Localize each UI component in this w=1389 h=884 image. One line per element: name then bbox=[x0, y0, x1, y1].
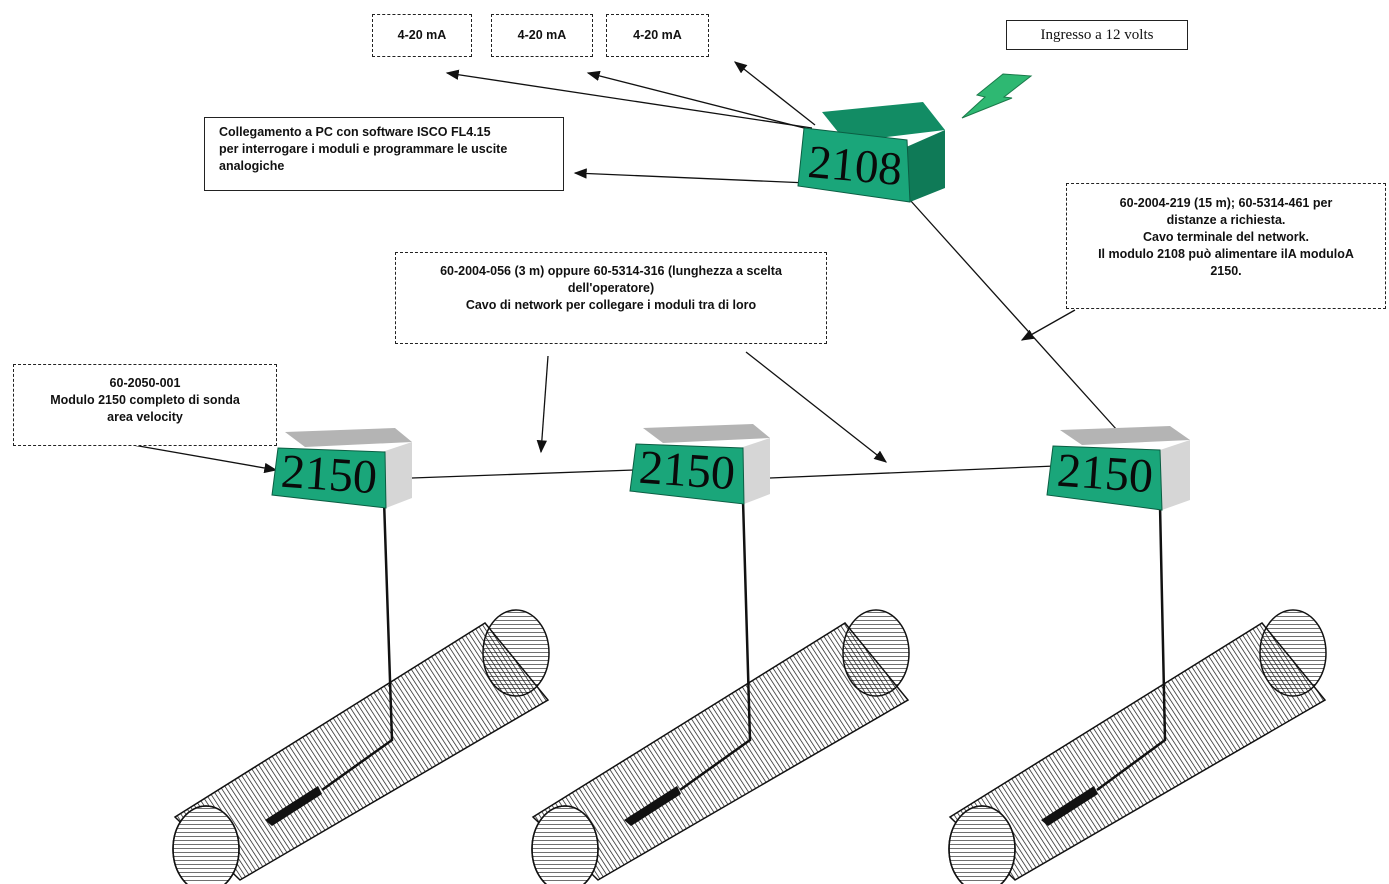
arrow-network-note-2 bbox=[745, 351, 888, 463]
module-label-2: 2150 bbox=[637, 440, 737, 501]
pipe-3 bbox=[948, 609, 1327, 884]
analog-output-box-2: 4-20 mA bbox=[491, 14, 593, 57]
arrow-module-note bbox=[132, 444, 278, 474]
probe-sensor bbox=[1041, 786, 1098, 826]
power-input-box: Ingresso a 12 volts bbox=[1006, 20, 1188, 50]
terminal-note-line-1: 60-2004-219 (15 m); 60-5314-461 per bbox=[1119, 196, 1333, 210]
network-cable-1-2 bbox=[411, 469, 635, 479]
terminal-note-line-2: distanze a richiesta. bbox=[1166, 213, 1286, 227]
network-note-line-2: dell'operatore) bbox=[567, 281, 655, 295]
lightning-bolt-icon bbox=[961, 73, 1033, 119]
probe-cable-3 bbox=[1096, 504, 1167, 792]
module-2150-2 bbox=[629, 424, 770, 505]
arrow-to-output-3 bbox=[733, 61, 816, 126]
pipe-2 bbox=[531, 609, 910, 884]
controller-label: 2108 bbox=[805, 136, 905, 196]
arrow-network-note-1 bbox=[536, 355, 549, 454]
module-label-3: 2150 bbox=[1055, 443, 1155, 504]
probe-cable-1 bbox=[321, 499, 394, 792]
terminal-cable bbox=[909, 199, 1118, 431]
terminal-cable-note: 60-2004-219 (15 m); 60-5314-461 per dist… bbox=[1066, 183, 1386, 309]
arrow-terminal-note bbox=[1020, 309, 1076, 341]
module-note: 60-2050-001 Modulo 2150 completo di sond… bbox=[13, 364, 277, 446]
arrow-to-output-2 bbox=[586, 70, 813, 131]
arrow-to-output-1 bbox=[445, 69, 813, 129]
analog-output-box-1: 4-20 mA bbox=[372, 14, 472, 57]
pc-note-line-1: Collegamento a PC con software ISCO FL4.… bbox=[219, 125, 491, 139]
module-note-line-1: 60-2050-001 bbox=[109, 376, 181, 390]
arrow-to-pc-note bbox=[573, 168, 809, 184]
network-cable-2-3 bbox=[769, 465, 1056, 479]
module-note-line-3: area velocity bbox=[107, 410, 183, 424]
module-2150-3 bbox=[1046, 426, 1190, 511]
terminal-note-line-5: 2150. bbox=[1210, 264, 1242, 278]
terminal-note-line-3: Cavo terminale del network. bbox=[1142, 230, 1310, 244]
pc-connection-note: Collegamento a PC con software ISCO FL4.… bbox=[204, 117, 564, 191]
pc-note-line-3: analogiche bbox=[219, 159, 285, 173]
terminal-note-line-4: Il modulo 2108 può alimentare ilA modulo… bbox=[1098, 247, 1354, 261]
probe-sensor bbox=[624, 786, 681, 826]
analog-output-label-3: 4-20 mA bbox=[633, 28, 682, 42]
probe-sensor bbox=[265, 786, 322, 826]
module-label-1: 2150 bbox=[279, 444, 379, 505]
pc-note-line-2: per interrogare i moduli e programmare l… bbox=[219, 142, 508, 156]
power-input-label: Ingresso a 12 volts bbox=[1040, 26, 1154, 43]
pipe-1 bbox=[172, 609, 550, 884]
probe-cable-2 bbox=[679, 499, 752, 792]
network-cable-note: 60-2004-056 (3 m) oppure 60-5314-316 (lu… bbox=[395, 252, 827, 344]
module-note-line-2: Modulo 2150 completo di sonda bbox=[50, 393, 240, 407]
analog-output-label-2: 4-20 mA bbox=[517, 28, 567, 42]
analog-output-box-3: 4-20 mA bbox=[606, 14, 709, 57]
network-note-line-3: Cavo di network per collegare i moduli t… bbox=[465, 298, 757, 312]
controller-2108 bbox=[797, 102, 945, 203]
module-2150-1 bbox=[271, 428, 412, 509]
analog-output-label-1: 4-20 mA bbox=[397, 28, 447, 42]
network-note-line-1: 60-2004-056 (3 m) oppure 60-5314-316 (lu… bbox=[440, 264, 782, 278]
